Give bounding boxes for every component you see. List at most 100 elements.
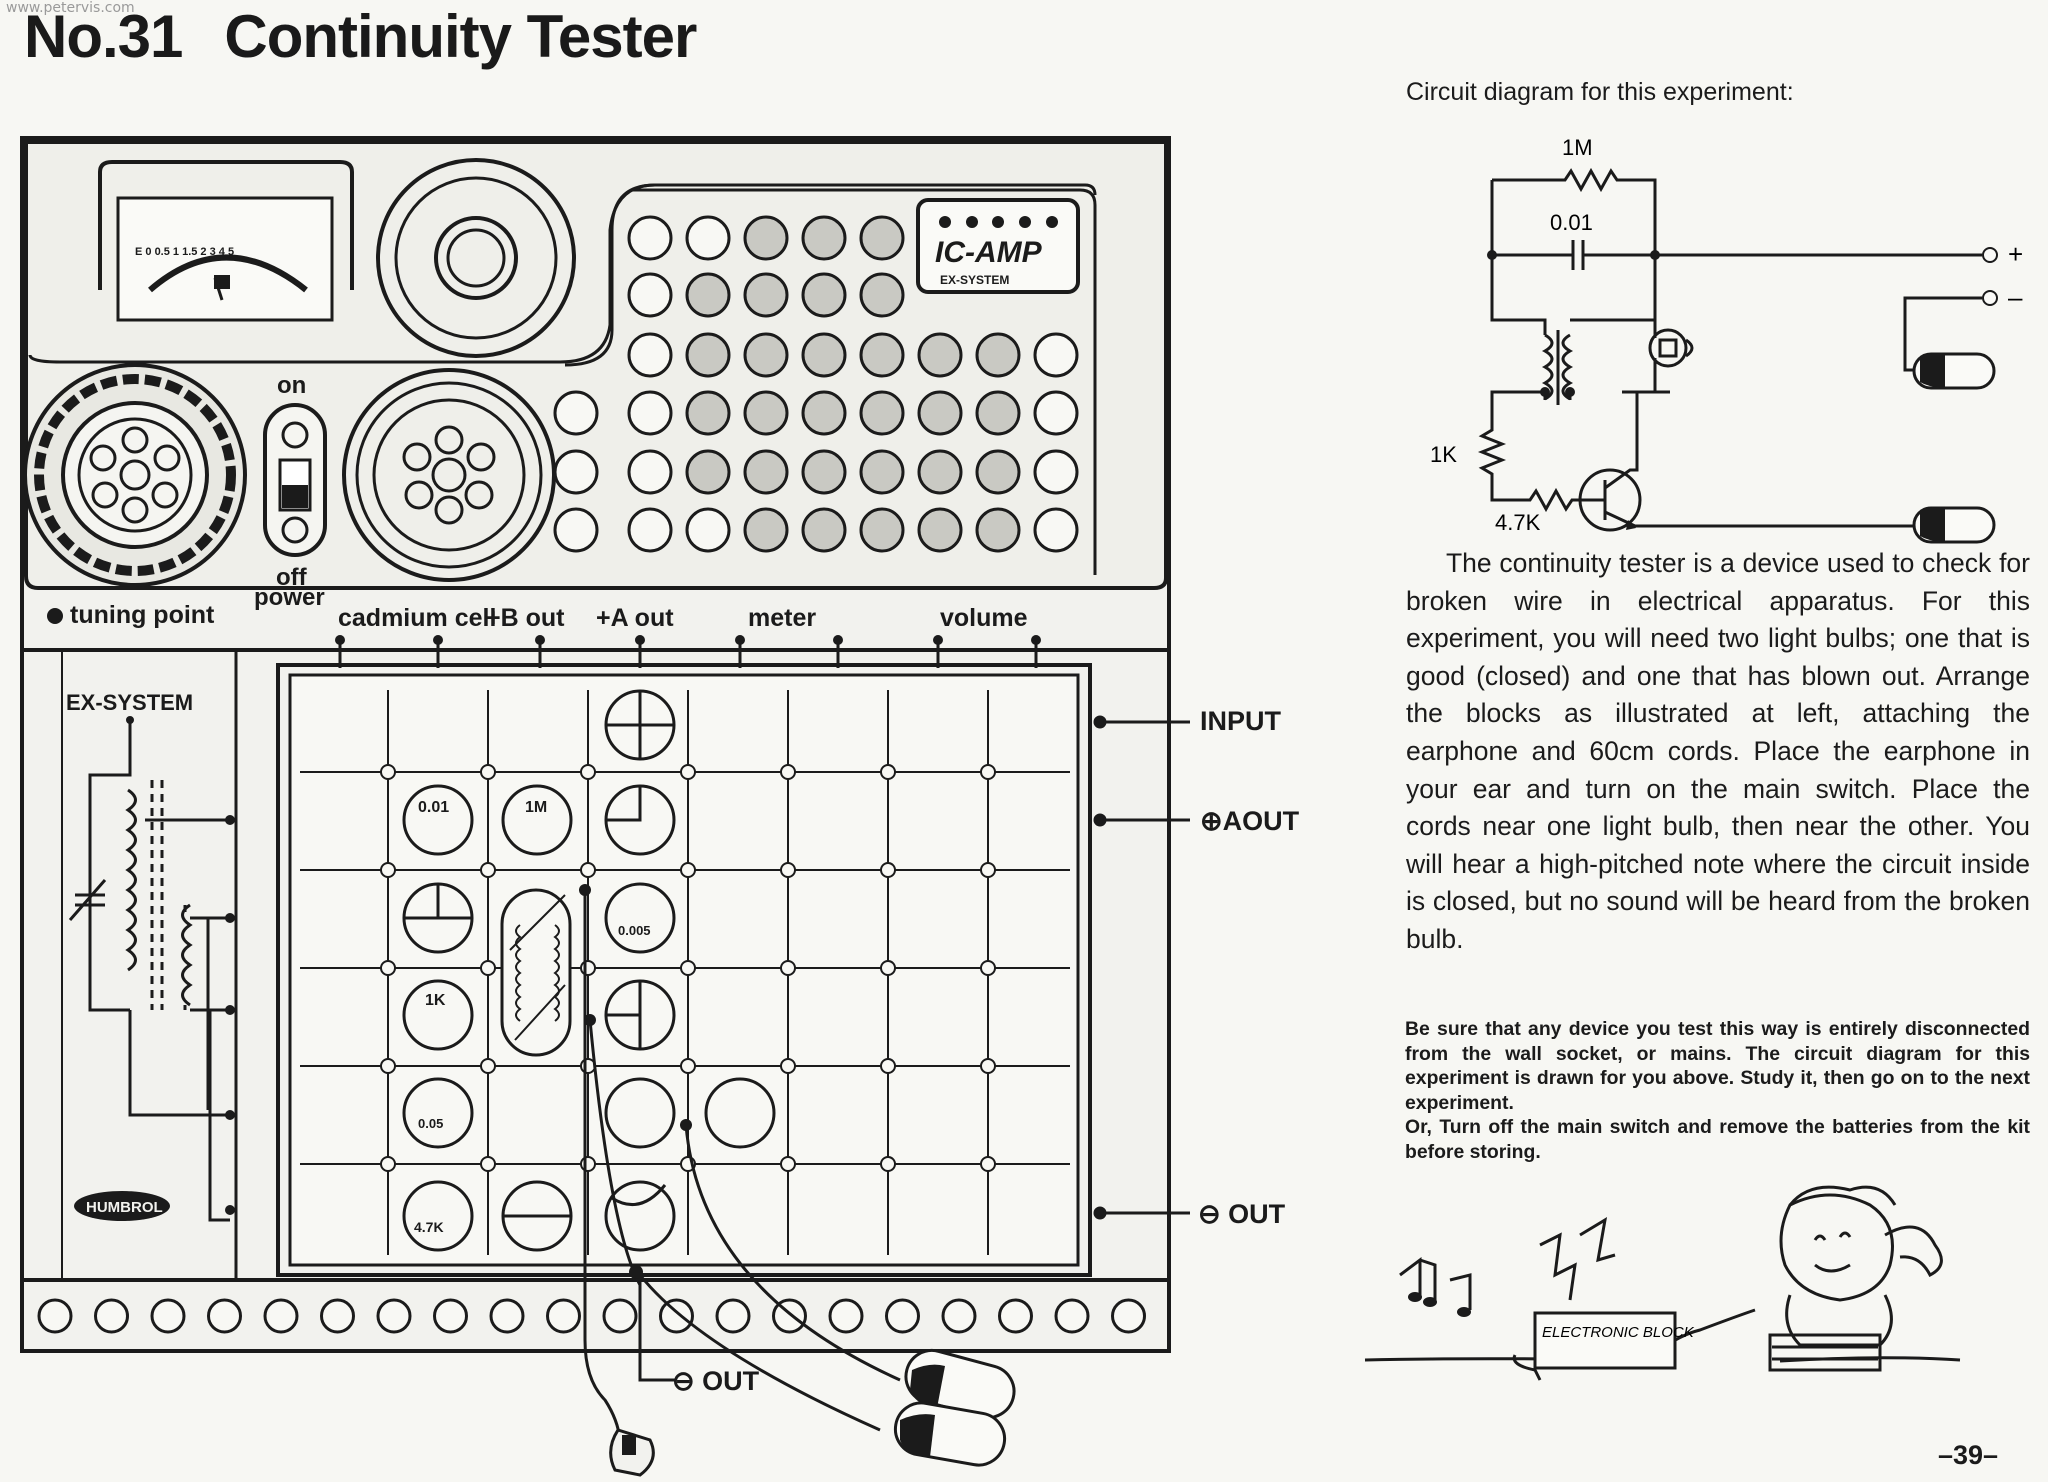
socket-hole — [801, 390, 847, 436]
input-label: INPUT — [1200, 706, 1282, 736]
socket-hole — [743, 215, 789, 261]
bottom-hole — [263, 1298, 299, 1334]
block-transistor — [604, 1077, 676, 1149]
diagram-r3: 4.7K — [1495, 510, 1541, 535]
power-off-label: off — [276, 564, 308, 591]
speaker — [376, 158, 576, 358]
socket-hole — [627, 332, 673, 378]
socket-hole — [917, 507, 963, 553]
socket-hole — [685, 272, 731, 318]
diagram-c1: 0.01 — [1550, 210, 1593, 235]
socket-hole — [801, 215, 847, 261]
circuit-diagram: + – 1M 0.01 1K 4.7K — [1430, 135, 2023, 544]
meter: E 0 0.5 1 1.5 2 3 4 5 — [98, 160, 354, 322]
diagram-caption: Circuit diagram for this experiment: — [1406, 78, 1794, 106]
socket-hole — [743, 449, 789, 495]
bottom-out-label: ⊖ OUT — [672, 1366, 760, 1396]
socket-hole — [859, 332, 905, 378]
block-resistor-1K — [402, 979, 474, 1051]
out-label: ⊖ OUT — [1198, 1199, 1286, 1229]
block-label-1M: 1M — [525, 799, 547, 816]
socket-hole — [917, 390, 963, 436]
block-diode — [704, 1077, 776, 1149]
block-capacitor-0.01 — [402, 784, 474, 856]
socket-hole — [975, 332, 1021, 378]
ic-amp-label: IC-AMP — [935, 236, 1043, 269]
socket-hole — [859, 390, 905, 436]
socket-hole — [975, 507, 1021, 553]
bottom-hole — [489, 1298, 525, 1334]
bottom-hole — [1111, 1298, 1146, 1334]
socket-hole — [801, 272, 847, 318]
diagram-r1: 1M — [1562, 135, 1593, 160]
socket-hole — [685, 449, 731, 495]
cartoon-boy: ELECTRONIC BLOCK — [1364, 1185, 1961, 1381]
note-paragraph-1: Be sure that any device you test this wa… — [1405, 1018, 2030, 1114]
diagram-plus: + — [2008, 239, 2023, 269]
bottom-hole — [659, 1298, 694, 1334]
block-capacitor-0.005 — [604, 882, 676, 954]
cords — [583, 890, 901, 1441]
bottom-hole — [37, 1298, 73, 1334]
block-label-0.01: 0.01 — [418, 799, 449, 816]
terminal-label: +A out — [596, 604, 674, 632]
socket-hole — [685, 332, 731, 378]
bottom-holes — [37, 1298, 1146, 1334]
block-label-0.005: 0.005 — [618, 923, 651, 938]
block-label-0.05: 0.05 — [418, 1116, 443, 1131]
bottom-hole — [1054, 1298, 1090, 1334]
humbrol-text: HUMBROL — [86, 1199, 163, 1216]
tuning-point-label: tuning point — [70, 601, 215, 629]
electronic-block-box: ELECTRONIC BLOCK — [1533, 1311, 1695, 1370]
bottom-hole — [150, 1298, 186, 1334]
bottom-hole — [320, 1298, 355, 1334]
block-label-1K: 1K — [425, 992, 446, 1009]
socket-hole — [917, 449, 963, 495]
socket-hole — [553, 449, 599, 495]
ex-system-badge-label: EX-SYSTEM — [940, 273, 1009, 287]
bottom-hole — [433, 1298, 468, 1334]
speaker-recess — [28, 183, 1097, 364]
socket-hole — [685, 215, 731, 261]
block-resistor-4.7K — [402, 1180, 474, 1252]
diagram-minus: – — [2008, 282, 2023, 312]
socket-hole — [1033, 449, 1079, 495]
kit-panel-illustration: E 0 0.5 1 1.5 2 3 4 5 on off power — [20, 136, 1300, 1477]
socket-hole — [1033, 507, 1079, 553]
socket-hole — [859, 272, 905, 318]
socket-hole — [553, 507, 599, 553]
socket-hole — [685, 507, 731, 553]
socket-hole — [859, 507, 905, 553]
bottom-hole — [94, 1298, 129, 1334]
bottom-hole — [602, 1298, 638, 1334]
socket-hole — [627, 449, 673, 495]
bottom-hole — [546, 1298, 581, 1334]
placed-blocks — [402, 689, 776, 1252]
block-resistor-1M — [501, 784, 573, 856]
experiment-title: Continuity Tester — [224, 3, 697, 70]
power-switch: on off power — [254, 372, 327, 611]
socket-hole — [801, 332, 847, 378]
socket-hole — [685, 390, 731, 436]
diagram-r2: 1K — [1430, 442, 1457, 467]
meter-scale: E 0 0.5 1 1.5 2 3 4 5 — [135, 246, 234, 258]
socket-hole — [743, 272, 789, 318]
cartoon-box-text: ELECTRONIC BLOCK — [1542, 1324, 1695, 1341]
socket-hole — [743, 332, 789, 378]
block-capacitor-0.05 — [402, 1077, 474, 1149]
diagram-bulbs — [1705, 352, 1996, 544]
tuning-dial — [23, 363, 247, 587]
socket-hole — [627, 272, 673, 318]
socket-hole — [627, 215, 673, 261]
power-on-label: on — [277, 372, 306, 399]
body-text: The continuity tester is a device used t… — [1406, 548, 2030, 954]
socket-hole — [627, 507, 673, 553]
socket-hole — [743, 507, 789, 553]
terminal-label: +B out — [486, 604, 565, 632]
socket-hole — [859, 449, 905, 495]
socket-hole — [1033, 390, 1079, 436]
bottom-hole — [376, 1298, 412, 1334]
bottom-hole — [207, 1298, 242, 1334]
socket-hole — [801, 507, 847, 553]
